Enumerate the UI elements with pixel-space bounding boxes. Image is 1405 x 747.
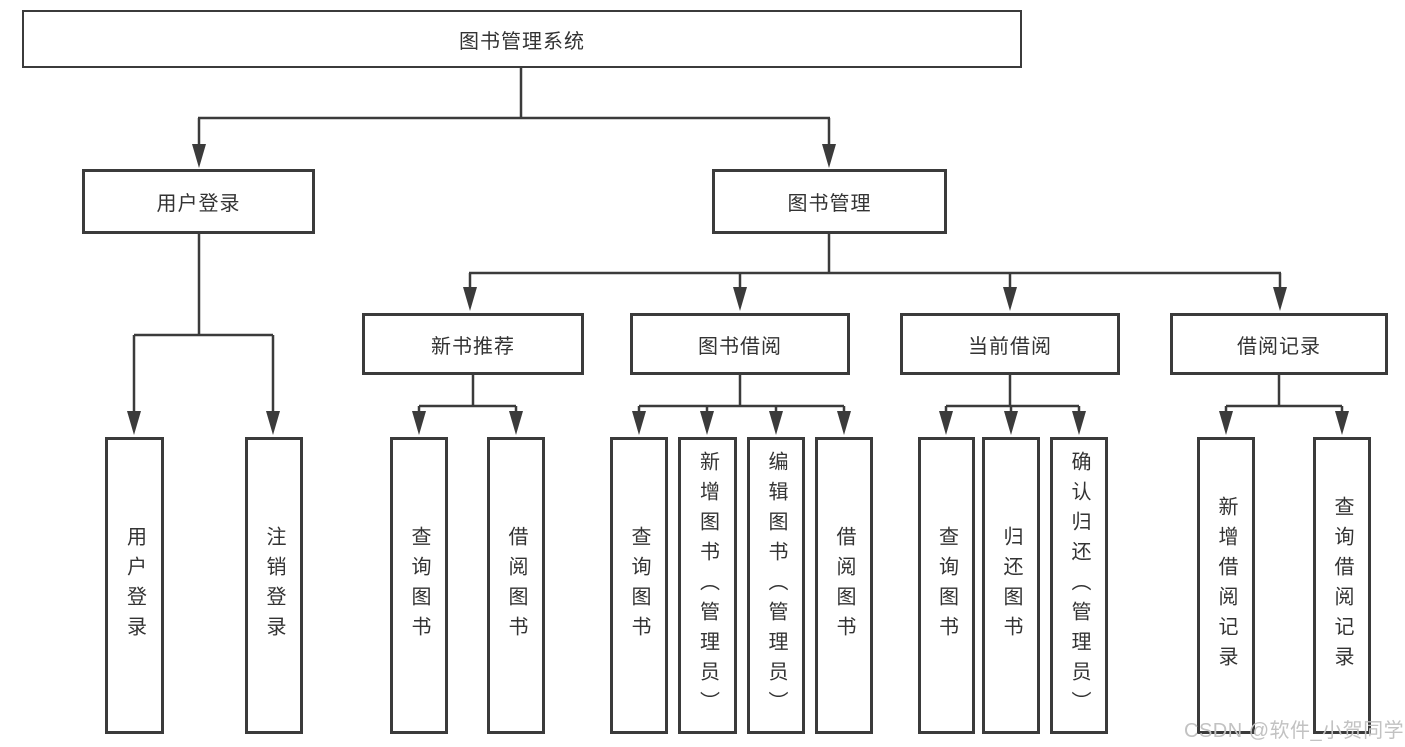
leaf-query-books-recommend: 查询图书 (390, 437, 448, 734)
leaf-confirm-return-admin: 确认归还（管理员） (1050, 437, 1108, 734)
node-label: 图书管理系统 (459, 30, 585, 53)
node-label: 借阅图书 (833, 525, 855, 646)
node-label: 确认归还（管理员） (1068, 450, 1090, 721)
connector-user-login-children (127, 233, 280, 435)
node-book-management: 图书管理 (712, 169, 947, 234)
node-label: 图书管理 (787, 193, 872, 215)
leaf-query-borrow-record: 查询借阅记录 (1313, 437, 1371, 734)
node-label: 新增借阅记录 (1215, 495, 1237, 676)
node-label: 查询借阅记录 (1331, 495, 1353, 676)
leaf-logout: 注销登录 (245, 437, 303, 734)
connector-new-book-children (412, 375, 523, 435)
leaf-query-books-borrowing: 查询图书 (610, 437, 668, 734)
node-label: 注销登录 (263, 525, 285, 646)
leaf-borrow-books: 借阅图书 (815, 437, 873, 734)
connector-book-borrow-children (632, 375, 851, 435)
node-label: 图书借阅 (698, 335, 782, 358)
node-label: 用户登录 (156, 193, 241, 215)
leaf-edit-books-admin: 编辑图书（管理员） (747, 437, 805, 734)
leaf-query-books-current: 查询图书 (918, 437, 975, 734)
connector-current-borrow-children (939, 375, 1086, 435)
connector-book-management-children (463, 233, 1287, 311)
leaf-borrow-books-recommend: 借阅图书 (487, 437, 545, 734)
node-label: 新增图书（管理员） (696, 450, 719, 721)
node-user-login: 用户登录 (82, 169, 315, 234)
node-label: 查询图书 (628, 525, 650, 646)
node-label: 编辑图书（管理员） (765, 450, 787, 721)
node-label: 用户登录 (123, 525, 146, 646)
connector-borrow-record-children (1219, 375, 1349, 435)
node-borrowing-records: 借阅记录 (1170, 313, 1388, 375)
leaf-user-login: 用户登录 (105, 437, 164, 734)
node-label: 当前借阅 (968, 335, 1052, 358)
node-new-book-recommend: 新书推荐 (362, 313, 584, 375)
node-current-borrowing: 当前借阅 (900, 313, 1120, 375)
leaf-return-books: 归还图书 (982, 437, 1040, 734)
csdn-watermark: CSDN @软件_小贺同学 (1184, 720, 1405, 742)
node-label: 借阅记录 (1237, 335, 1321, 358)
node-library-management-system: 图书管理系统 (22, 10, 1022, 68)
node-label: 归还图书 (1000, 525, 1022, 646)
node-label: 新书推荐 (431, 335, 515, 358)
node-label: 借阅图书 (505, 525, 527, 646)
node-label: 查询图书 (408, 525, 430, 646)
connector-root-branches (192, 67, 836, 168)
node-label: 查询图书 (935, 525, 958, 646)
leaf-add-books-admin: 新增图书（管理员） (678, 437, 737, 734)
leaf-add-borrow-record: 新增借阅记录 (1197, 437, 1255, 734)
node-book-borrowing: 图书借阅 (630, 313, 850, 375)
